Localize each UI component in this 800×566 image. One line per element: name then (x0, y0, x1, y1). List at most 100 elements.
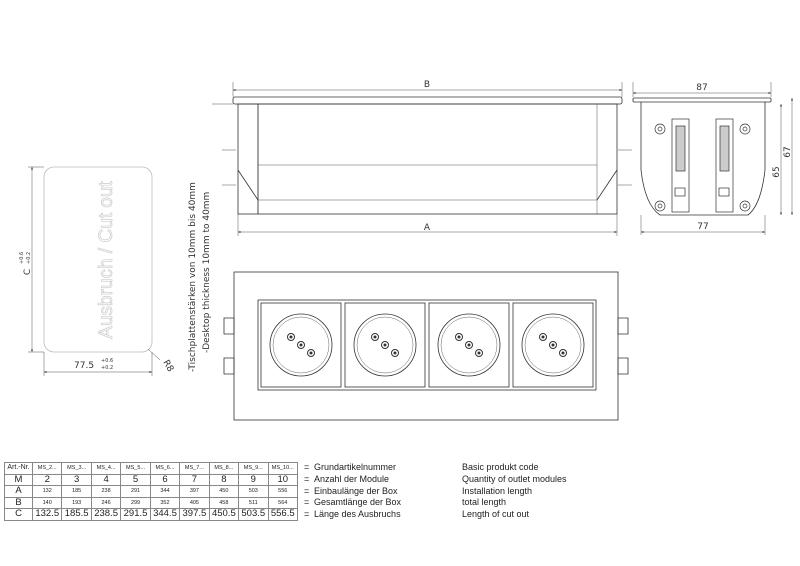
equals-sign: = (304, 473, 310, 484)
equals-sign: = (304, 485, 310, 496)
top-view (223, 271, 629, 421)
socket-module (260, 302, 342, 388)
cutout-c-tol-upper: +0.6 (19, 252, 25, 264)
table-cell: 397.5 (179, 508, 210, 521)
socket-module (428, 302, 510, 388)
row-header: A (4, 485, 33, 498)
legend-de: Gesamtlänge der Box (314, 497, 402, 508)
table-cell: 8 (208, 473, 240, 487)
table-cell: 4 (90, 473, 122, 487)
table-cell: 193 (61, 496, 92, 510)
cutout-c-label: C (23, 269, 33, 275)
table-cell: 9 (238, 473, 269, 487)
dim-a-label: A (424, 223, 431, 233)
equals-sign: = (304, 462, 310, 472)
table-cell: 132.5 (31, 508, 63, 521)
legend-row: = Grundartikelnummer Basic produkt code (304, 462, 567, 474)
cutout-width-tol-lower: +0.2 (101, 365, 113, 371)
cutout-label: Ausbruch / Cut out (96, 181, 117, 339)
thickness-en: -Desktop thickness 10mm to 40mm (202, 192, 212, 353)
table-cell: 5 (120, 473, 151, 487)
table-cell: 564 (267, 496, 298, 510)
table-cell: MS_6... (149, 462, 181, 475)
table-cell: 140 (31, 496, 63, 510)
table-cell: 503 (238, 485, 269, 498)
cutout-width-label: 77.5 (74, 361, 94, 371)
cutout-width-tol-upper: +0.6 (101, 358, 113, 364)
socket-module (512, 302, 594, 388)
table-row: Art.-Nr.MS_2...MS_3...MS_4...MS_5...MS_6… (4, 462, 298, 475)
legend-de: Anzahl der Module (314, 473, 390, 484)
table-cell: MS_8... (208, 462, 240, 475)
table-cell: 132 (31, 485, 63, 498)
table-cell: MS_10... (267, 462, 298, 475)
legend-row: = Gesamtlänge der Box total length (304, 497, 567, 509)
spec-table: Art.-Nr.MS_2...MS_3...MS_4...MS_5...MS_6… (4, 462, 298, 521)
table-cell: 344 (149, 485, 181, 498)
legend-en: total length (462, 497, 507, 508)
table-cell: 185 (61, 485, 92, 498)
dim-b-label: B (424, 80, 430, 90)
legend-row: = Einbaulänge der Box Installation length (304, 486, 567, 498)
legend-en: Basic produkt code (462, 462, 539, 472)
legend-de: Einbaulänge der Box (314, 485, 398, 496)
row-header: M (4, 473, 33, 487)
table-cell: MS_4... (90, 462, 122, 475)
table-cell: 352 (149, 496, 181, 510)
table-cell: MS_2... (31, 462, 63, 475)
dim-77-label: 77 (697, 222, 708, 232)
side-view: 87 77 65 67 (632, 82, 793, 235)
table-cell: 450.5 (208, 508, 240, 521)
table-cell: 185.5 (61, 508, 92, 521)
row-header: Art.-Nr. (4, 462, 33, 475)
equals-sign: = (304, 509, 310, 520)
legend-en: Quantity of outlet modules (462, 473, 567, 484)
legend-de: Grundartikelnummer (314, 462, 397, 472)
table-cell: 344.5 (149, 508, 181, 521)
table-cell: 238.5 (90, 508, 122, 521)
table-cell: MS_9... (238, 462, 269, 475)
cutout-view: Ausbruch / Cut out C +0.6 +0.2 77.5 +0.6… (19, 166, 212, 376)
table-cell: 291.5 (120, 508, 151, 521)
cutout-c-tol-lower: +0.2 (26, 252, 32, 264)
legend-en: Installation length (462, 485, 533, 496)
dim-65-label: 65 (772, 166, 782, 177)
socket-module (344, 302, 426, 388)
legend-row: = Anzahl der Module Quantity of outlet mod… (304, 474, 567, 486)
table-cell: 10 (267, 473, 298, 487)
row-header: C (4, 508, 33, 521)
table-cell: 7 (179, 473, 210, 487)
table-cell: 238 (90, 485, 122, 498)
legend-en: Length of cut out (462, 509, 530, 520)
table-cell: 503.5 (238, 508, 269, 521)
table-cell: 291 (120, 485, 151, 498)
table-cell: 299 (120, 496, 151, 510)
table-cell: MS_5... (120, 462, 151, 475)
table-cell: 511 (238, 496, 269, 510)
table-cell: 556.5 (267, 508, 298, 521)
table-cell: 3 (61, 473, 92, 487)
dim-67-label: 67 (783, 146, 793, 157)
equals-sign: = (304, 497, 310, 508)
table-cell: 450 (208, 485, 240, 498)
table-cell: 6 (149, 473, 181, 487)
thickness-de: -Tischplattenstärken von 10mm bis 40mm (188, 182, 198, 372)
table-cell: 397 (179, 485, 210, 498)
table-cell: 556 (267, 485, 298, 498)
table-cell: MS_3... (61, 462, 92, 475)
table-cell: MS_7... (179, 462, 210, 475)
row-header: B (4, 496, 33, 510)
legend-de: Länge des Ausbruchs (314, 509, 401, 520)
legend-row: = Länge des Ausbruchs Length of cut out (304, 509, 567, 521)
table-cell: 458 (208, 496, 240, 510)
table-cell: 405 (179, 496, 210, 510)
front-view: B A (212, 80, 632, 236)
radius-label: R8 (160, 359, 175, 375)
spec-legend: = Grundartikelnummer Basic produkt code = An… (304, 462, 567, 521)
table-cell: 2 (31, 473, 63, 487)
